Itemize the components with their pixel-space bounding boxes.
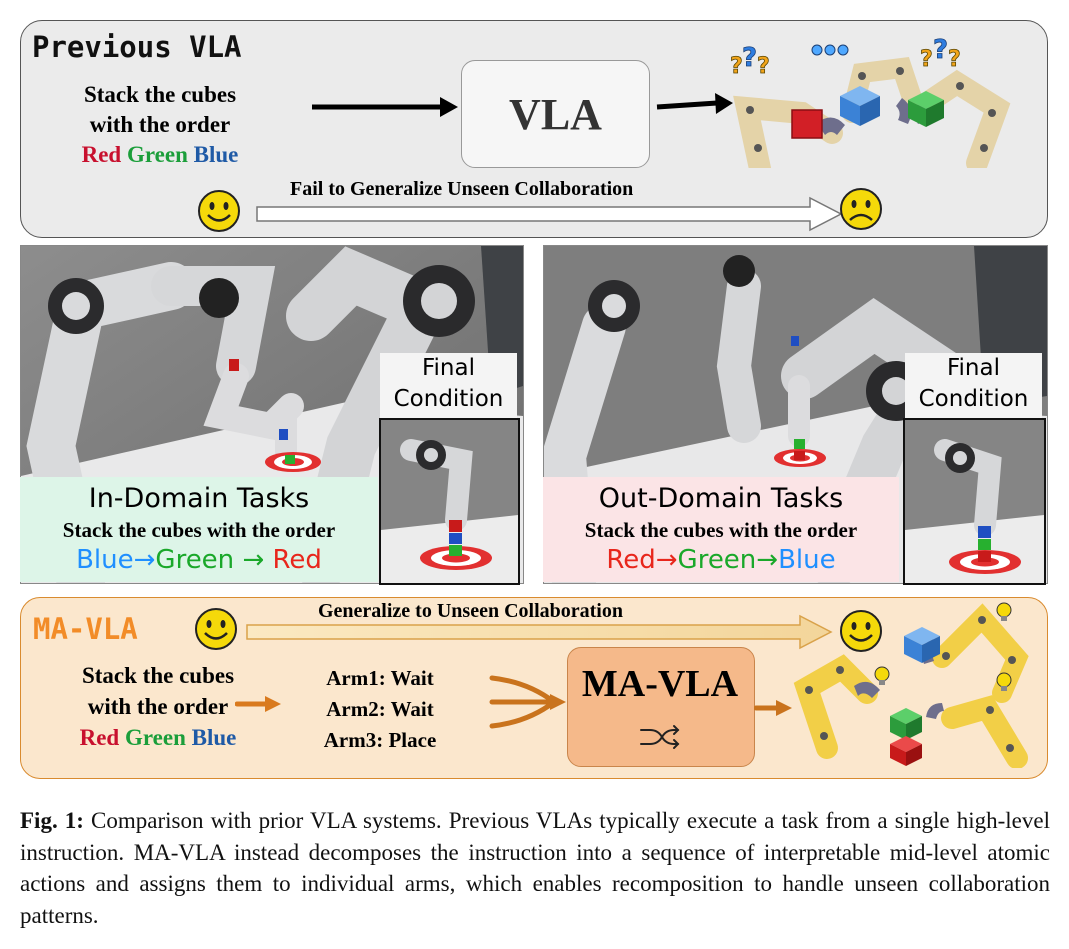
figure-caption-label: Fig. 1: — [20, 808, 84, 833]
svg-text:?: ? — [742, 43, 757, 73]
arrow-right-icon: → — [756, 545, 779, 575]
sad-face-icon — [840, 188, 882, 230]
arrow-to-vla — [312, 97, 458, 117]
shuffle-icon — [640, 725, 680, 749]
bottom-instruction: Stack the cubes with the order Red Green… — [38, 660, 278, 753]
order-green: Green — [126, 142, 188, 167]
merge-arrows — [489, 675, 566, 729]
arrow-right-icon: → — [655, 545, 678, 575]
final-label-line-1: Final — [946, 355, 1000, 381]
arrow-from-vla — [656, 93, 733, 114]
final-label-line-1: Final — [421, 355, 475, 381]
final-label-line-2: Condition — [393, 386, 504, 412]
final-label-line-2: Condition — [918, 386, 1029, 412]
lightbulb-icon — [996, 672, 1012, 691]
lightbulb-icon — [996, 602, 1012, 621]
figure-caption: Fig. 1: Comparison with prior VLA system… — [20, 805, 1050, 931]
top-order: Red Green Blue — [40, 140, 280, 170]
top-instruction-line-1: Stack the cubes — [83, 82, 237, 107]
confused-robot-arms-illustration: ? ? ? ? ? ? — [730, 35, 1011, 168]
svg-text:?: ? — [757, 54, 770, 79]
order-green: Green — [124, 725, 186, 750]
arm3-action: Arm3: Place — [323, 728, 437, 752]
out-domain-instruction: Stack the cubes with the order — [584, 518, 858, 542]
generalize-arrow — [246, 614, 833, 650]
order-blue: Blue — [76, 545, 134, 575]
in-domain-final-condition-image — [379, 418, 520, 585]
svg-text:?: ? — [730, 54, 743, 79]
happy-face-icon — [195, 608, 237, 650]
figure-caption-text: Comparison with prior VLA systems. Previ… — [20, 808, 1050, 928]
arm-actions-list: Arm1: Wait Arm2: Wait Arm3: Place — [300, 663, 460, 756]
in-domain-label-box — [20, 477, 378, 582]
order-blue: Blue — [778, 545, 836, 575]
out-domain-label-box — [543, 477, 899, 582]
in-domain-final-label: Final Condition — [380, 353, 517, 419]
arrow-from-ma-vla — [754, 700, 792, 716]
top-instruction-line-2: with the order — [89, 112, 231, 137]
collaborating-robot-arms-illustration — [793, 602, 1029, 768]
out-domain-final-condition-image — [903, 418, 1046, 585]
order-green: Green — [155, 545, 235, 575]
bottom-instruction-line-1: Stack the cubes — [81, 663, 235, 688]
lightbulb-icon — [874, 666, 890, 685]
order-blue: Blue — [191, 725, 237, 750]
arrow-right-icon: → — [242, 545, 265, 575]
fail-generalize-text: Fail to Generalize Unseen Collaboration — [290, 178, 634, 200]
ma-vla-title: MA-VLA — [33, 612, 138, 646]
svg-text:?: ? — [948, 47, 961, 72]
in-domain-order: Blue→Green → Red — [20, 545, 378, 575]
order-blue: Blue — [193, 142, 239, 167]
in-domain-instruction: Stack the cubes with the order — [62, 518, 336, 542]
previous-vla-title: Previous VLA — [32, 30, 242, 64]
out-domain-final-label: Final Condition — [905, 353, 1042, 419]
bottom-instruction-line-2-text: with the order — [87, 694, 229, 719]
arm2-action: Arm2: Wait — [326, 697, 434, 721]
in-domain-title: In-Domain Tasks — [88, 483, 310, 514]
out-domain-order: Red→Green→Blue — [543, 545, 899, 575]
generalize-text: Generalize to Unseen Collaboration — [318, 600, 623, 622]
svg-text:?: ? — [920, 47, 933, 72]
arrow-to-arms — [235, 696, 281, 712]
order-red: Red — [272, 545, 322, 575]
ma-vla-model-label: MA-VLA — [581, 663, 739, 705]
happy-face-icon — [198, 190, 240, 232]
order-red: Red — [81, 142, 122, 167]
arrow-right-icon: → — [133, 545, 156, 575]
happy-face-icon — [840, 610, 882, 652]
fail-arrow — [256, 196, 843, 232]
order-red: Red — [79, 725, 120, 750]
bottom-order: Red Green Blue — [38, 722, 278, 753]
vla-model-box: VLA — [461, 60, 650, 168]
bottom-instruction-line-2: with the order — [38, 691, 278, 722]
order-green: Green — [677, 545, 757, 575]
out-domain-title: Out-Domain Tasks — [598, 483, 844, 514]
order-red: Red — [606, 545, 656, 575]
top-instruction: Stack the cubes with the order Red Green… — [40, 80, 280, 170]
arm1-action: Arm1: Wait — [326, 666, 434, 690]
svg-text:?: ? — [933, 35, 948, 65]
